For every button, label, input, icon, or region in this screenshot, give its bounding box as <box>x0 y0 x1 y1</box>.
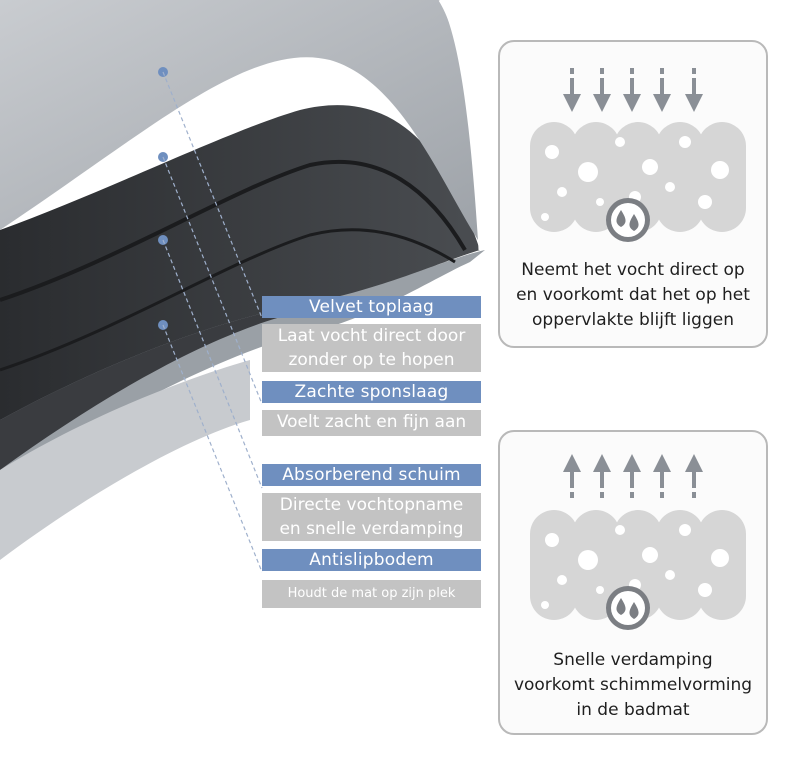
layer-description-foam: Directe vochtopname en snelle verdamping <box>262 493 481 541</box>
layer-title-foam: Absorberend schuim <box>262 464 481 486</box>
evaporation-card: Snelle verdamping voorkomt schimmelvormi… <box>498 430 768 735</box>
water-drops-icon <box>606 198 650 242</box>
arrow-up-icon <box>563 454 703 498</box>
evaporation-illustration <box>530 454 746 630</box>
card-text-line: voorkomt schimmelvorming <box>513 675 753 695</box>
description-line: zonder op te hopen <box>288 350 455 370</box>
water-drops-icon <box>606 586 650 630</box>
layer-title-sponge: Zachte sponslaag <box>262 381 481 403</box>
layer-description-velvet: Laat vocht direct door zonder op te hope… <box>262 324 481 372</box>
description-line: Voelt zacht en fijn aan <box>276 412 467 432</box>
description-line: Houdt de mat op zijn plek <box>287 586 456 601</box>
absorption-illustration <box>530 68 746 242</box>
description-line: Directe vochtopname <box>279 495 464 515</box>
layer-description-sponge: Voelt zacht en fijn aan <box>262 410 481 436</box>
layer-description-antislip: Houdt de mat op zijn plek <box>262 580 481 608</box>
evaporation-text: Snelle verdamping voorkomt schimmelvormi… <box>506 648 760 723</box>
card-text-line: en voorkomt dat het op het <box>516 285 750 305</box>
card-text-line: oppervlakte blijft liggen <box>532 310 734 330</box>
absorption-text: Neemt het vocht direct op en voorkomt da… <box>506 258 760 333</box>
card-text-line: Snelle verdamping <box>553 650 713 670</box>
card-text-line: Neemt het vocht direct op <box>521 260 745 280</box>
card-text-line: in de badmat <box>576 700 690 720</box>
layer-title-velvet: Velvet toplaag <box>262 296 481 318</box>
description-line: en snelle verdamping <box>279 519 464 539</box>
layer-title-antislip: Antislipbodem <box>262 549 481 571</box>
arrow-down-icon <box>563 68 703 112</box>
absorption-card: Neemt het vocht direct op en voorkomt da… <box>498 40 768 348</box>
mat-cross-section <box>0 0 485 573</box>
description-line: Laat vocht direct door <box>277 326 466 346</box>
